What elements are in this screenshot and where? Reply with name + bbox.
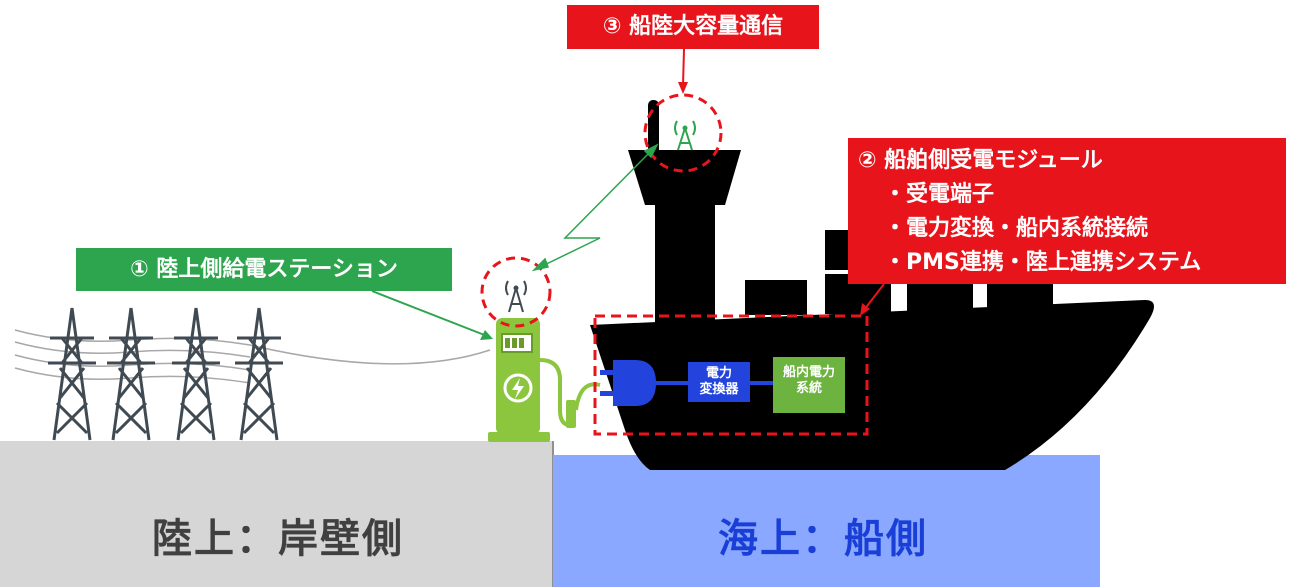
ship-power-label-line: 系統 — [795, 381, 822, 396]
converter-label-line: 電力 — [705, 366, 732, 381]
ship-module-title: ② 船舶側受電モジュール — [858, 148, 1103, 173]
ship-module-callout: ② 船舶側受電モジュール ・受電端子 ・電力変換・船内系統接続 ・PMS連携・陸… — [848, 138, 1286, 284]
land-area — [0, 441, 553, 587]
communication-link — [531, 143, 659, 272]
communication-callout: ③ 船陸大容量通信 — [567, 5, 819, 49]
power-converter-box: 電力 変換器 — [688, 362, 750, 402]
antenna-signal-icon — [480, 256, 552, 328]
converter-label-line: 変換器 — [699, 382, 739, 397]
power-plug-icon — [600, 360, 775, 406]
land-region-label: 陸上：岸壁側 — [152, 516, 404, 562]
ship-power-system-box: 船内電力 系統 — [773, 357, 845, 413]
shore-station-callout: ① 陸上側給電ステーション — [76, 248, 452, 291]
ship-module-item: ・電力変換・船内系統接続 — [884, 216, 1149, 241]
antenna-signal-icon — [643, 93, 723, 173]
sea-region-label: 海上：船側 — [718, 516, 928, 562]
ship-power-label-line: 船内電力 — [782, 365, 835, 380]
ship-module-boundary — [593, 314, 869, 436]
ship-module-item: ・受電端子 — [884, 182, 995, 207]
lightning-icon — [512, 378, 524, 399]
ev-charger-icon — [488, 318, 601, 442]
transmission-tower-icon — [48, 307, 283, 441]
callout-arrows — [371, 48, 885, 340]
sea-area — [553, 455, 1100, 587]
ship-module-item: ・PMS連携・陸上連携システム — [884, 250, 1202, 275]
